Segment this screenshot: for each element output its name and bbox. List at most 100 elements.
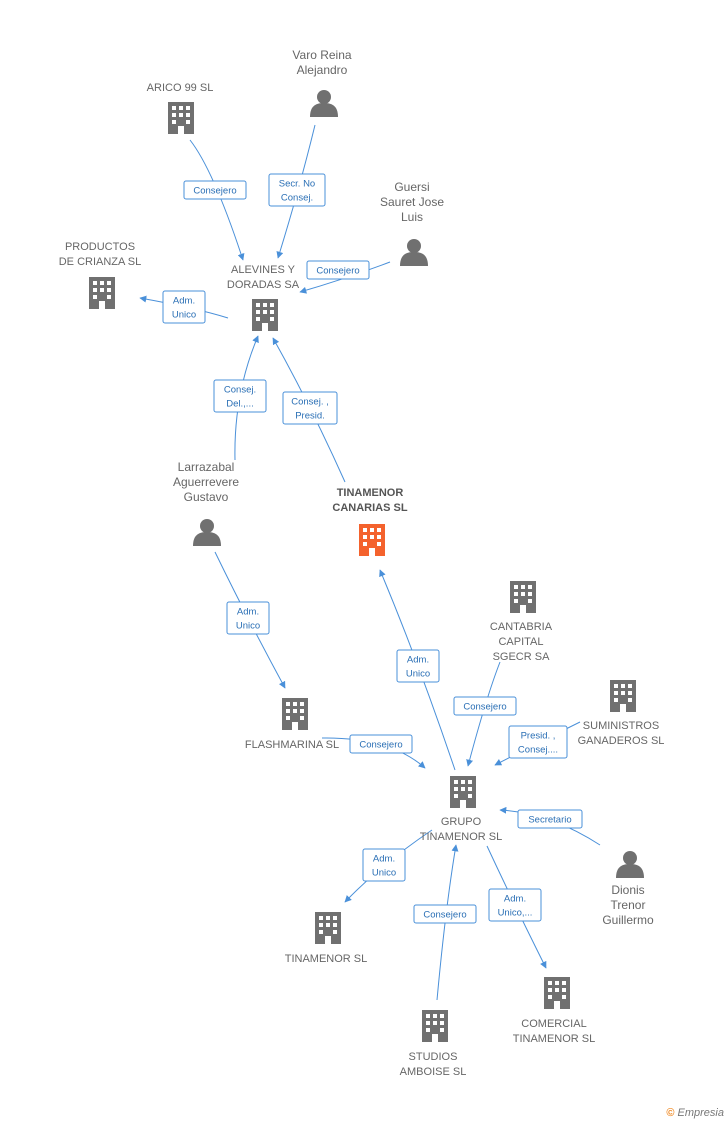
edge-e6[interactable]: Consej. , Presid. xyxy=(272,337,346,483)
node-label: Trenor xyxy=(611,898,646,912)
building-icon[interactable] xyxy=(252,299,278,331)
copyright-footer: © Empresia xyxy=(666,1107,724,1119)
edge-label-box[interactable] xyxy=(396,649,440,683)
edge-e1[interactable]: Consejero xyxy=(183,139,247,261)
building-icon[interactable] xyxy=(89,277,115,309)
edge-label-box[interactable] xyxy=(183,180,247,200)
edge-label: Adm. xyxy=(407,655,429,666)
edge-e14[interactable]: Consejero xyxy=(413,844,477,1001)
person-icon[interactable] xyxy=(310,90,338,117)
node-label: GRUPO xyxy=(441,816,482,828)
node-label: Luis xyxy=(401,210,423,224)
edge-label: Unico xyxy=(236,621,260,632)
node-label: DORADAS SA xyxy=(227,279,300,291)
building-icon[interactable] xyxy=(282,698,308,730)
node-flashmarina[interactable]: FLASHMARINA SL xyxy=(245,698,339,751)
node-label: PRODUCTOS xyxy=(65,241,135,253)
edge-label-box[interactable] xyxy=(413,904,477,924)
edge-label-box[interactable] xyxy=(517,809,583,829)
edge-label: Consej.... xyxy=(518,745,558,756)
edge-label-box[interactable] xyxy=(488,888,542,922)
edge-line xyxy=(189,139,245,261)
node-label: STUDIOS xyxy=(409,1051,458,1063)
edge-label: Adm. xyxy=(237,607,259,618)
node-label: FLASHMARINA SL xyxy=(245,739,339,751)
edge-label: Consejero xyxy=(193,186,236,197)
edge-label: Adm. xyxy=(373,854,395,865)
edge-label: Consejero xyxy=(359,740,402,751)
edge-label-box[interactable] xyxy=(508,725,568,759)
edge-e5[interactable]: Consej.Del.,... xyxy=(213,335,267,461)
node-label: Varo Reina xyxy=(292,48,351,62)
brand-logo[interactable]: Empresia xyxy=(677,1107,724,1119)
copyright-icon: © xyxy=(666,1107,675,1119)
edge-label-box[interactable] xyxy=(349,734,413,754)
node-alevines[interactable]: ALEVINES Y DORADAS SA xyxy=(227,264,300,331)
edge-label-box[interactable] xyxy=(268,173,326,207)
edge-e8[interactable]: Adm.Unico xyxy=(379,569,456,771)
node-label: AMBOISE SL xyxy=(400,1066,467,1078)
edge-label: Presid. , xyxy=(521,731,556,742)
person-icon[interactable] xyxy=(616,851,644,878)
edge-e15[interactable]: Adm. Unico,... xyxy=(486,845,547,969)
node-label: GANADEROS SL xyxy=(578,735,665,747)
node-label: Larrazabal xyxy=(178,460,235,474)
building-icon[interactable] xyxy=(450,776,476,808)
edge-label: Presid. xyxy=(295,411,325,422)
edge-label-box[interactable] xyxy=(162,290,206,324)
person-icon[interactable] xyxy=(400,239,428,266)
building-icon[interactable] xyxy=(544,977,570,1009)
edge-e13[interactable]: Adm.Unico xyxy=(344,829,433,903)
building-icon[interactable] xyxy=(510,581,536,613)
edge-label: Unico xyxy=(172,310,196,321)
edge-label-box[interactable] xyxy=(306,260,370,280)
edge-label: Adm. xyxy=(504,894,526,905)
edge-label-box[interactable] xyxy=(362,848,406,882)
edge-e3[interactable]: Consejero xyxy=(299,260,391,294)
node-tinamenor[interactable]: TINAMENOR SL xyxy=(285,912,368,965)
node-label: COMERCIAL xyxy=(521,1018,586,1030)
node-label: Aguerrevere xyxy=(173,475,239,489)
edge-label-box[interactable] xyxy=(453,696,517,716)
edge-e12[interactable]: Secretario xyxy=(499,806,601,846)
node-label: Sauret Jose xyxy=(380,195,444,209)
node-label: CANARIAS SL xyxy=(332,502,407,514)
edge-e10[interactable]: Presid. , Consej.... xyxy=(494,721,581,766)
edge-label-box[interactable] xyxy=(213,379,267,413)
node-label: ALEVINES Y xyxy=(231,264,296,276)
building-icon[interactable] xyxy=(359,524,385,556)
edge-e11[interactable]: Consejero xyxy=(453,661,517,767)
node-studios[interactable]: STUDIOS AMBOISE SL xyxy=(400,1010,467,1078)
node-label: Alejandro xyxy=(297,63,348,77)
edge-label-box[interactable] xyxy=(282,391,338,425)
person-icon[interactable] xyxy=(193,519,221,546)
building-icon[interactable] xyxy=(315,912,341,944)
edge-e4[interactable]: Adm.Unico xyxy=(139,290,229,324)
building-icon[interactable] xyxy=(422,1010,448,1042)
edge-label-box[interactable] xyxy=(226,601,270,635)
node-arico[interactable]: ARICO 99 SL xyxy=(147,82,214,134)
edge-label: Consejero xyxy=(463,702,506,713)
node-label: Guillermo xyxy=(602,913,654,927)
node-label: CANTABRIA xyxy=(490,621,553,633)
building-icon[interactable] xyxy=(168,102,194,134)
node-label: CAPITAL xyxy=(498,636,543,648)
node-label: TINAMENOR SL xyxy=(285,953,368,965)
edge-e9[interactable]: Consejero xyxy=(321,734,426,769)
edge-label: Secr. No xyxy=(279,179,315,190)
edge-label: Unico,... xyxy=(498,908,533,919)
building-icon[interactable] xyxy=(610,680,636,712)
edge-label: Consej. , xyxy=(291,397,329,408)
edge-e7[interactable]: Adm. Unico xyxy=(214,551,286,689)
